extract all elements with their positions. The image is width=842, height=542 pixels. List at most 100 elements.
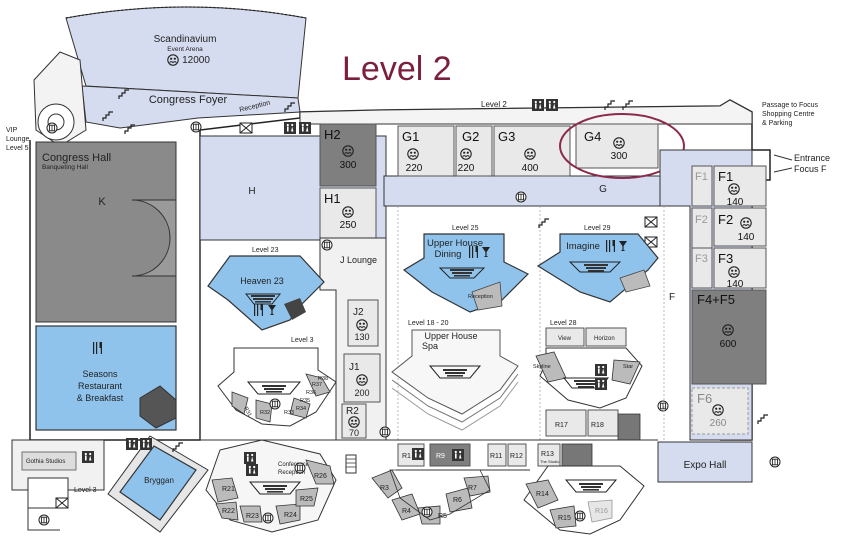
corridor-level2[interactable]: Level 2: [299, 99, 753, 125]
h2-cap: 300: [340, 160, 357, 171]
venue-upper-house-dining[interactable]: Level 25 Upper House Dining Reception: [402, 225, 530, 313]
elevator-icon: [515, 191, 527, 203]
elevator-icon: [657, 400, 669, 412]
room-r2[interactable]: R2 70: [341, 403, 391, 439]
elevator-icon: [379, 426, 391, 438]
entrance-label-2: Focus F: [794, 164, 827, 174]
room-f45[interactable]: F4+F5 600: [691, 289, 767, 385]
arena[interactable]: Scandinavium Event Arena 12000: [65, 6, 307, 99]
f6-cap: 260: [710, 418, 727, 429]
venue-upper-house-spa[interactable]: Level 18 - 20 Upper House Spa: [391, 320, 519, 431]
rooms-r17-r18[interactable]: R17 R18: [545, 409, 641, 441]
venue-level-3[interactable]: Level 3 R31 R32 R33 R34 R35 R36 R37 R38: [217, 337, 337, 427]
r24-label: R24: [284, 512, 297, 519]
elevator-icon: [190, 121, 202, 133]
corridor-level2-label: Level 2: [481, 100, 507, 109]
r7-label: R7: [468, 485, 477, 492]
r26-label: R26: [314, 473, 327, 480]
stairs-block: [345, 454, 357, 474]
g4-cap: 300: [611, 151, 628, 162]
skyline-label: Skyline: [533, 364, 551, 370]
level3-label-left: Level 3: [74, 487, 97, 494]
r37-label: R37: [312, 382, 322, 388]
f1-cap: 140: [727, 197, 744, 208]
toilet-icon: [244, 452, 256, 464]
j1-cap: 200: [354, 388, 369, 398]
h-label: H: [248, 186, 255, 197]
corridor-g[interactable]: G: [383, 175, 691, 207]
r34-label: R34: [296, 406, 306, 412]
dining-name-1: Upper House: [427, 238, 483, 249]
j-lounge-label: J Lounge: [340, 255, 377, 265]
congress-hall-k[interactable]: Congress Hall Banqueting Hall K: [35, 141, 177, 323]
r32-label: R32: [260, 410, 270, 416]
room-j2[interactable]: J2 130: [347, 299, 379, 347]
elevator-icon: [269, 398, 281, 410]
room-r9[interactable]: R9: [429, 443, 471, 467]
gothia-studios[interactable]: Gothia Studios Level 3: [11, 439, 105, 531]
bryggan[interactable]: Bryggan: [107, 435, 209, 533]
r36-label: R36: [306, 390, 316, 396]
toilet-icon: [299, 122, 311, 134]
locker-icon: [644, 216, 658, 228]
toilet-icon: [532, 99, 544, 111]
seasons-label-2: Restaurant: [78, 381, 123, 391]
entrance-label-1: Entrance: [794, 153, 830, 163]
room-f2[interactable]: F2 140 F2: [691, 207, 767, 249]
rooms-r11-r12[interactable]: R11 R12: [487, 443, 527, 467]
seasons-restaurant[interactable]: Seasons Restaurant & Breakfast: [35, 325, 177, 431]
room-g1[interactable]: G1 220: [397, 125, 455, 177]
f2-name: F2: [718, 212, 733, 227]
room-g3[interactable]: G3 400: [493, 125, 571, 177]
dining-level: Level 25: [452, 225, 479, 232]
toilet-icon: [546, 99, 558, 111]
toilet-icon: [595, 378, 607, 390]
r18-label: R18: [591, 422, 604, 429]
r31-label: R31: [242, 406, 252, 418]
elevator-icon: [321, 239, 333, 251]
elevator-icon: [294, 462, 306, 474]
venue-imagine[interactable]: Level 29 Imagine: [536, 218, 659, 303]
room-f3[interactable]: F3 140 F3: [691, 247, 767, 290]
conference-area[interactable]: Conference Reception R21 R22 R23 R24 R25…: [205, 439, 337, 533]
room-h2[interactable]: H2 300: [319, 123, 377, 187]
k-label: K: [98, 196, 106, 208]
room-f6[interactable]: F6 260: [691, 387, 749, 435]
venue-level-28[interactable]: Level 28 View Horizon Skyline Star: [533, 320, 643, 409]
h2-name: H2: [324, 127, 341, 142]
heaven-level: Level 23: [252, 247, 279, 254]
g2-cap: 220: [458, 163, 475, 174]
r13-sub: The Studio: [540, 459, 560, 464]
r14-label: R14: [536, 491, 549, 498]
dining-name-2: Dining: [435, 249, 462, 260]
toilet-icon: [284, 122, 296, 134]
seasons-label-3: & Breakfast: [77, 393, 124, 403]
f3-name: F3: [718, 251, 733, 266]
room-h1[interactable]: H1 250: [319, 187, 377, 239]
room-r13[interactable]: R13 The Studio: [537, 443, 593, 467]
room-f1[interactable]: F1 140 F1: [691, 165, 767, 208]
imagine-name: Imagine: [566, 241, 600, 252]
r1-label: R1: [402, 453, 411, 460]
r33-label: R33: [284, 410, 294, 416]
room-r1[interactable]: R1: [397, 443, 425, 467]
vip-label-1: VIP: [6, 127, 18, 134]
expo-hall-label: Expo Hall: [684, 460, 727, 471]
elevator-icon: [46, 122, 58, 134]
expo-hall[interactable]: Expo Hall: [657, 441, 781, 483]
room-j1[interactable]: J1 200: [343, 353, 381, 403]
toilet-icon: [246, 464, 258, 476]
venue-heaven-23[interactable]: Level 23 Heaven 23: [207, 247, 325, 331]
rooms-r14-r16[interactable]: R14 R15 R16: [523, 465, 645, 535]
f2-cap: 140: [738, 232, 755, 243]
r22-label: R22: [222, 508, 235, 515]
g4-name: G4: [584, 129, 601, 144]
arena-name: Scandinavium: [154, 34, 217, 45]
rooms-r3-r7[interactable]: R3 R4 R5 R6 R7: [371, 469, 491, 525]
r16-label: R16: [595, 508, 608, 515]
toilet-icon: [82, 451, 94, 463]
r9-label: R9: [436, 453, 445, 460]
congress-foyer[interactable]: Congress Foyer Reception: [81, 85, 301, 135]
room-g4[interactable]: G4 300: [575, 123, 659, 169]
room-g2[interactable]: G2 220: [455, 125, 493, 177]
